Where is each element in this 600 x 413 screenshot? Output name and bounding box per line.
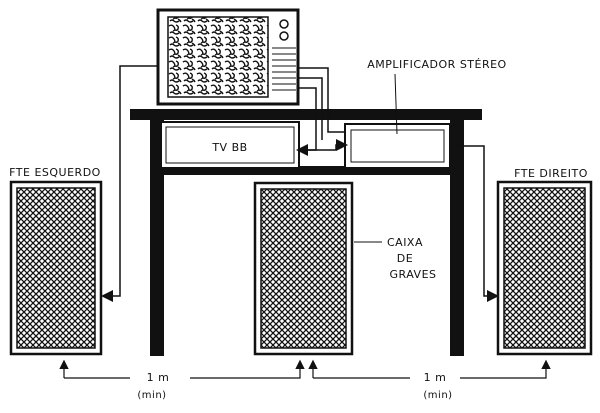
left-speaker-label: FTE ESQUERDO (9, 166, 101, 179)
subwoofer-label-line-1: CAIXA (387, 236, 423, 249)
right-speaker-label: FTE DIREITO (514, 167, 588, 180)
distance-left-dimension (59, 359, 305, 379)
left-speaker (9, 180, 103, 356)
tv-bb-label: TV BB (211, 141, 247, 154)
subwoofer (253, 181, 354, 356)
tv-screen (167, 16, 269, 98)
subwoofer-label-line-3: GRAVES (390, 268, 437, 281)
right-speaker (496, 180, 593, 356)
distance-right-note: (min) (423, 390, 452, 401)
amplifier-unit (344, 123, 451, 169)
tv-to-amp-cables (296, 67, 348, 156)
amplifier-leader-line (394, 73, 398, 135)
distance-left-note: (min) (137, 390, 166, 401)
distance-left-value: 1 m (147, 371, 170, 384)
equipment-rack (130, 109, 482, 356)
amplifier-label: AMPLIFICADOR STÉREO (367, 58, 506, 71)
tv-control-panel (272, 19, 296, 91)
tv-bb-unit: TV BB (160, 121, 300, 169)
right-speaker-cable (450, 145, 499, 302)
subwoofer-label: CAIXA DE GRAVES (387, 236, 437, 281)
distance-right-dimension (308, 359, 551, 379)
tv-monitor (156, 8, 300, 106)
distance-right-value: 1 m (424, 371, 447, 384)
left-speaker-cable (101, 65, 158, 302)
subwoofer-label-line-2: DE (397, 252, 413, 265)
